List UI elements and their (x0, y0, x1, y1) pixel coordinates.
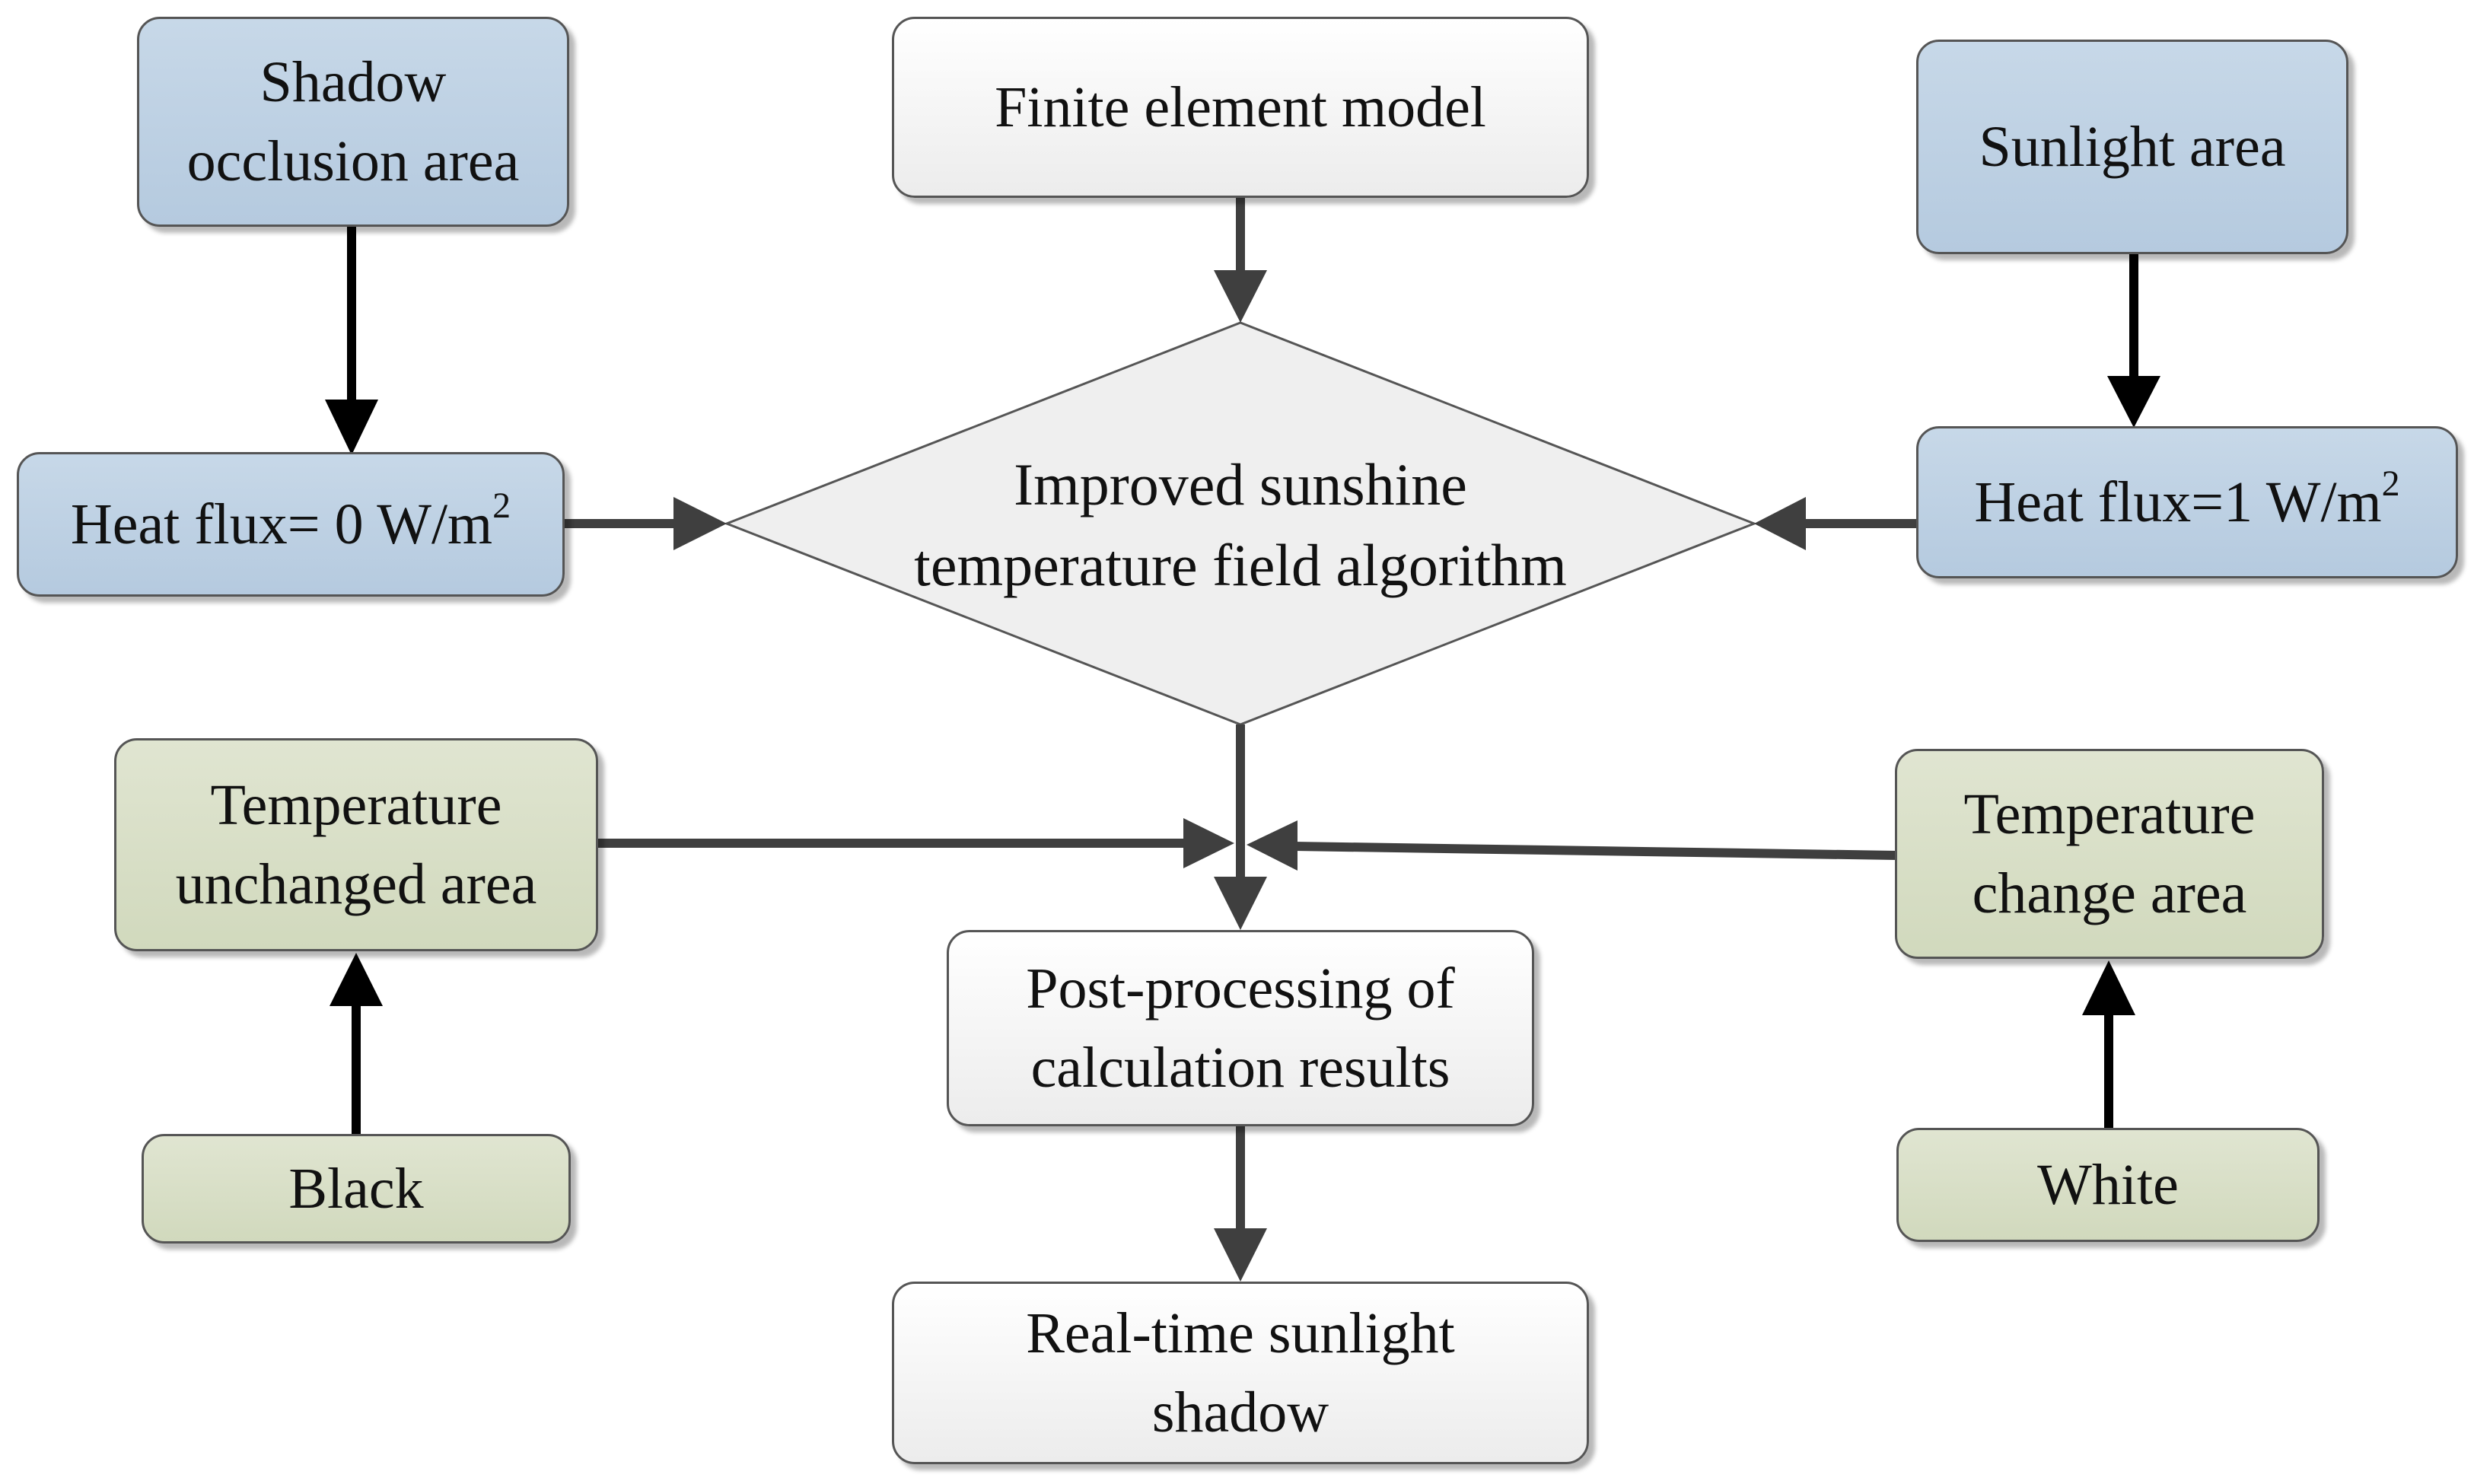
algorithm-line2: temperature field algorithm (914, 532, 1567, 598)
temperature-change-area-node: Temperature change area (1895, 749, 2324, 959)
white-label: White (2037, 1153, 2179, 1217)
realtime-shadow-line2: shadow (1151, 1381, 1329, 1444)
arrow-unchanged-to-junction (597, 818, 1234, 868)
shadow-occlusion-area-node: Shadow occlusion area (137, 17, 569, 227)
arrow-postprocessing-to-realtime (1214, 1126, 1267, 1282)
sunlight-area-label: Sunlight area (1979, 115, 2286, 179)
arrow-sunlight-to-heatflux1 (2107, 253, 2160, 428)
black-node: Black (142, 1134, 571, 1244)
sunlight-area-node: Sunlight area (1916, 40, 2348, 254)
heat-flux-one-text: Heat flux=1 W/m (1974, 470, 2382, 534)
algorithm-line1: Improved sunshine (1014, 451, 1467, 517)
black-label: Black (288, 1157, 424, 1221)
finite-element-model-label: Finite element model (995, 75, 1486, 139)
arrow-change-to-junction (1247, 820, 1897, 871)
temperature-unchanged-area-node: Temperature unchanged area (114, 738, 598, 951)
heat-flux-zero-text: Heat flux= 0 W/m (70, 492, 493, 556)
post-processing-line1: Post-processing of (1026, 957, 1455, 1021)
heat-flux-zero-node: Heat flux= 0 W/m2 (17, 452, 565, 597)
post-processing-line2: calculation results (1030, 1036, 1450, 1100)
temperature-unchanged-line2: unchanged area (175, 852, 537, 916)
white-node: White (1896, 1128, 2320, 1242)
heat-flux-one-node: Heat flux=1 W/m2 (1916, 426, 2458, 578)
heat-flux-zero-exponent: 2 (492, 486, 511, 526)
arrow-finite-to-algorithm (1214, 194, 1267, 323)
arrow-black-to-unchanged (330, 953, 383, 1135)
shadow-occlusion-line2: occlusion area (186, 129, 520, 193)
shadow-occlusion-line1: Shadow (259, 50, 447, 114)
finite-element-model-node: Finite element model (892, 17, 1589, 198)
arrow-heatflux1-to-algorithm (1754, 497, 1918, 550)
heat-flux-one-exponent: 2 (2381, 463, 2400, 504)
arrow-algorithm-to-postprocessing (1214, 724, 1267, 930)
realtime-sunlight-shadow-node: Real-time sunlight shadow (892, 1282, 1589, 1464)
temperature-unchanged-line1: Temperature (210, 773, 502, 837)
arrow-white-to-change (2082, 960, 2135, 1129)
realtime-shadow-line1: Real-time sunlight (1026, 1301, 1455, 1365)
algorithm-node-label: Improved sunshine temperature field algo… (837, 441, 1644, 609)
temperature-change-line1: Temperature (1963, 782, 2256, 846)
arrow-shadow-to-heatflux0 (325, 222, 378, 455)
arrow-heatflux0-to-algorithm (556, 497, 727, 550)
post-processing-node: Post-processing of calculation results (947, 930, 1534, 1126)
temperature-change-line2: change area (1972, 861, 2247, 925)
